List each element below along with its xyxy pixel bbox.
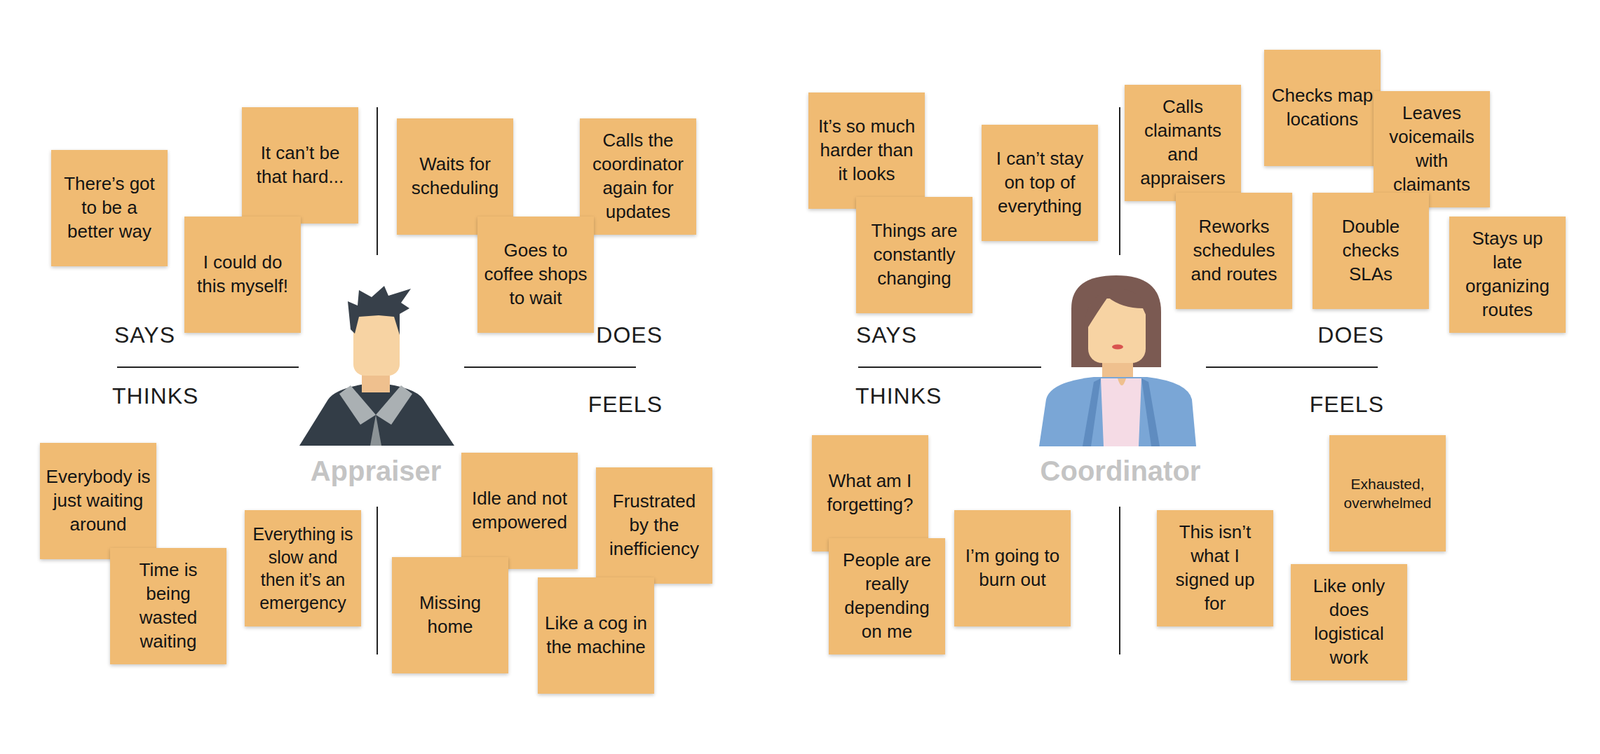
sticky-note: I’m going to burn out (954, 510, 1071, 627)
sticky-note: Things are constantly changing (856, 197, 973, 314)
sticky-note: Everybody is just waiting around (39, 443, 157, 560)
sticky-note: What am I forgetting? (811, 435, 929, 552)
note-text: I’m going to burn out (959, 544, 1066, 593)
appraiser-figure (299, 286, 455, 446)
quadrant-label: THINKS (855, 383, 1010, 410)
sticky-note: Everything is slow and then it’s an emer… (244, 510, 362, 627)
coordinator-figure (1039, 275, 1197, 447)
note-text: This isn’t what I signed up for (1162, 520, 1268, 616)
note-text: Like a cog in the machine (543, 612, 649, 660)
sticky-note: Missing home (391, 557, 509, 674)
quadrant-label: SAYS (114, 322, 255, 349)
note-text: It can’t be that hard... (247, 141, 353, 190)
sticky-note: It can’t be that hard... (241, 107, 359, 224)
note-text: There’s got to be a better way (56, 172, 162, 244)
note-text: I can’t stay on top of everything (987, 147, 1093, 219)
quadrant-label: DOES (1243, 322, 1385, 349)
sticky-note: Leaves voicemails with claimants (1373, 91, 1490, 208)
note-text: I could do this myself! (190, 251, 296, 299)
persona-name: Appraiser (270, 455, 481, 488)
quadrant-label: FEELS (1243, 391, 1385, 418)
note-text: Everybody is just waiting around (45, 465, 151, 537)
sticky-note: I can’t stay on top of everything (981, 124, 1098, 242)
note-text: Time is being wasted waiting (115, 558, 221, 654)
sticky-note: There’s got to be a better way (51, 150, 168, 267)
sticky-note: Checks map locations (1264, 49, 1381, 167)
persona-name: Coordinator (1015, 455, 1226, 488)
note-text: People are really depending on me (834, 548, 940, 644)
sticky-note: Time is being wasted waiting (110, 548, 227, 665)
sticky-note: I could do this myself! (184, 216, 301, 334)
sticky-note: Calls claimants and appraisers (1124, 84, 1242, 202)
sticky-note: Idle and not empowered (461, 452, 578, 570)
note-text: Reworks schedules and routes (1181, 215, 1287, 287)
note-text: Waits for scheduling (402, 152, 508, 201)
note-text: Like only does logistical work (1296, 574, 1402, 670)
sticky-note: This isn’t what I signed up for (1156, 510, 1274, 627)
note-text: Missing home (397, 591, 503, 640)
sticky-note: Exhausted, overwhelmed (1329, 435, 1446, 552)
quadrant-label: DOES (522, 322, 663, 349)
note-text: Things are constantly changing (861, 219, 967, 291)
sticky-note: Stays up late organizing routes (1449, 216, 1566, 334)
sticky-note: Like only does logistical work (1290, 564, 1408, 681)
note-text: Everything is slow and then it’s an emer… (250, 523, 356, 615)
sticky-note: Goes to coffee shops to wait (477, 216, 594, 334)
note-text: Calls the coordinator again for updates (585, 129, 691, 224)
sticky-note: Calls the coordinator again for updates (579, 118, 697, 235)
note-text: Frustrated by the inefficiency (601, 490, 707, 561)
sticky-note: Double checks SLAs (1312, 192, 1429, 310)
note-text: Checks map locations (1269, 84, 1375, 132)
note-text: Leaves voicemails with claimants (1379, 101, 1485, 197)
note-text: Stays up late organizing routes (1454, 227, 1561, 322)
quadrant-label: SAYS (856, 322, 997, 349)
sticky-note: Reworks schedules and routes (1175, 192, 1293, 310)
note-text: Exhausted, overwhelmed (1334, 474, 1441, 514)
note-text: What am I forgetting? (817, 469, 923, 518)
sticky-note: Like a cog in the machine (537, 577, 655, 695)
sticky-note: It’s so much harder than it looks (808, 92, 925, 209)
quadrant-label: FEELS (522, 391, 663, 418)
note-text: It’s so much harder than it looks (814, 114, 920, 186)
note-text: Goes to coffee shops to wait (483, 239, 589, 310)
sticky-note: Frustrated by the inefficiency (595, 467, 713, 585)
note-text: Calls claimants and appraisers (1130, 95, 1236, 191)
sticky-note: People are really depending on me (828, 538, 946, 655)
quadrant-label: THINKS (112, 383, 267, 410)
note-text: Idle and not empowered (466, 487, 573, 535)
note-text: Double checks SLAs (1318, 215, 1424, 287)
